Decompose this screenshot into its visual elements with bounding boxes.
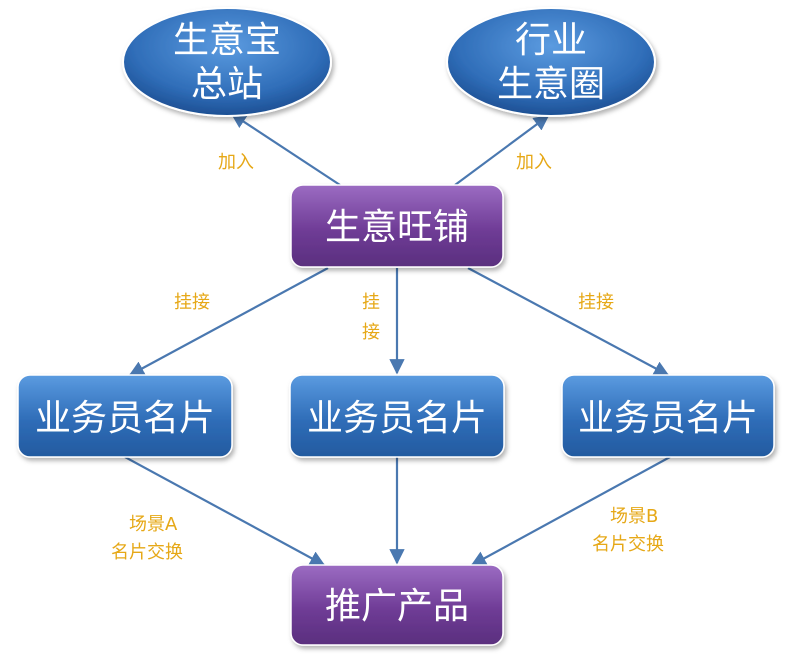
node-industry-line1: 行业 bbox=[515, 20, 587, 61]
edge-label-join-left: 加入 bbox=[218, 152, 254, 173]
node-shop: 生意旺铺 bbox=[290, 184, 504, 268]
edge-shop-to-card-left bbox=[128, 267, 329, 376]
node-hq-line1: 生意宝 bbox=[173, 20, 281, 61]
edge-label-scene-a-1: 场景A bbox=[129, 514, 178, 535]
node-card-right: 业务员名片 bbox=[561, 374, 775, 458]
node-card-right-label: 业务员名片 bbox=[578, 398, 758, 439]
node-shop-label: 生意旺铺 bbox=[325, 207, 469, 248]
edge-label-scene-b-1: 场景B bbox=[610, 506, 658, 527]
edge-card-left-to-product bbox=[124, 456, 326, 566]
edge-shop-to-hq bbox=[230, 113, 341, 186]
edge-label-scene-b-2: 名片交换 bbox=[592, 534, 664, 555]
node-product: 推广产品 bbox=[290, 564, 504, 646]
node-hq: 生意宝 总站 bbox=[122, 7, 332, 117]
edge-label-attach-mid-1: 挂 bbox=[362, 292, 380, 313]
node-industry-line2: 生意圈 bbox=[497, 64, 605, 105]
edge-label-attach-mid-2: 接 bbox=[362, 322, 380, 343]
node-product-label: 推广产品 bbox=[325, 586, 469, 627]
edge-label-scene-a-2: 名片交换 bbox=[111, 542, 183, 563]
edge-label-attach-left: 挂接 bbox=[174, 292, 210, 313]
node-card-mid: 业务员名片 bbox=[289, 374, 505, 458]
node-card-mid-label: 业务员名片 bbox=[307, 398, 487, 439]
node-card-left: 业务员名片 bbox=[17, 374, 233, 458]
node-industry: 行业 生意圈 bbox=[446, 7, 656, 117]
edge-card-right-to-product bbox=[470, 456, 671, 566]
node-hq-line2: 总站 bbox=[191, 64, 263, 105]
edge-label-join-right: 加入 bbox=[516, 152, 552, 173]
edge-label-attach-right: 挂接 bbox=[578, 292, 614, 313]
edge-shop-to-industry bbox=[454, 115, 550, 186]
node-card-left-label: 业务员名片 bbox=[35, 398, 215, 439]
edge-shop-to-card-right bbox=[467, 267, 670, 376]
